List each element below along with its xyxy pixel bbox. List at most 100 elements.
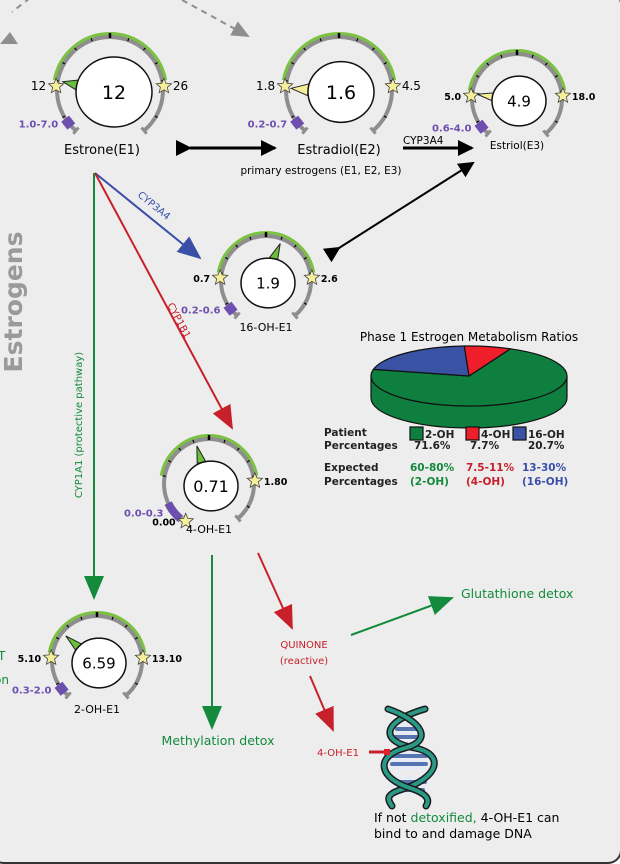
low-bound-star-icon [276, 77, 294, 94]
gauge-tick [383, 115, 387, 119]
gauge-tick [55, 636, 60, 640]
legend-value-2-oh: 71.6% [414, 440, 451, 452]
metabolism-ratio-pie-chart: Phase 1 Estrogen Metabolism Ratios Patie… [324, 330, 578, 488]
reference-range-marker [54, 681, 69, 696]
gauge-tick [319, 38, 322, 42]
legend-swatch-16-oh [512, 426, 527, 441]
reference-range-label: 0.3-2.0 [12, 686, 52, 697]
high-bound-label: 18.0 [572, 92, 596, 103]
gauge-name: 2-OH-E1 [74, 703, 120, 716]
high-bound-label: 2.6 [321, 274, 338, 285]
pie-chart-title: Phase 1 Estrogen Metabolism Ratios [360, 330, 578, 344]
high-bound-label: 1.80 [264, 477, 288, 488]
expected-range-2oh: 60-80% [410, 462, 455, 474]
gauge-tick [80, 616, 83, 620]
cyp3a4-e1-16oh-label: CYP3A4 [135, 190, 172, 223]
high-bound-star-icon [303, 268, 321, 286]
gauge-tick [383, 61, 387, 65]
gauge-end-cap [72, 126, 80, 135]
dna-arrow [309, 675, 334, 732]
gauge-name: Estrone(E1) [64, 143, 140, 158]
reference-range-marker [223, 301, 238, 316]
cyp1b1-arrow [94, 172, 233, 430]
low-bound-label: 0.7 [193, 274, 210, 285]
value-bubble [307, 60, 375, 124]
gauge-value: 1.6 [326, 82, 356, 104]
expected-range-16oh: 13-30% [522, 462, 567, 474]
reference-range-marker [290, 115, 305, 130]
gauge-end-cap [140, 126, 148, 135]
gauge-name: 16-OH-E1 [239, 321, 292, 334]
warning-suffix: 4-OH-E1 can [477, 810, 560, 825]
low-bound-label: 12 [31, 79, 46, 93]
gauge-tick [127, 38, 130, 42]
reference-range-label: 0.6-4.0 [432, 124, 472, 135]
gauge-tick [303, 256, 308, 260]
gauge-end-cap [369, 126, 377, 135]
gauge-tick [293, 244, 297, 248]
gauge-tick [124, 624, 128, 628]
quinone-label: QUINONE [280, 640, 327, 651]
reference-range-label: 0.2-0.6 [181, 306, 221, 317]
patient-label-2: Percentages [324, 440, 398, 452]
gauge-name: Estriol(E3) [490, 140, 544, 152]
dna-warning-line-1: If not detoxified, 4-OH-E1 can [374, 810, 559, 825]
high-bound-label: 4.5 [402, 79, 421, 93]
legend-value-4-oh: 7.7% [470, 440, 500, 452]
expected-sub-16oh: (16-OH) [522, 476, 568, 488]
gauge-tick [303, 47, 307, 51]
reference-range-label: 0.2-0.7 [248, 120, 288, 131]
gauge-tick [55, 682, 60, 686]
value-pointer-icon [196, 445, 207, 464]
gauge-end-cap [234, 514, 242, 523]
gauge-value: 0.71 [193, 477, 229, 496]
gauge-tick [291, 61, 295, 65]
reference-range-marker [164, 501, 183, 522]
reference-range-marker [474, 119, 489, 134]
glutathione-arrow [350, 596, 454, 636]
gauge-end-cap [122, 691, 130, 700]
gauge-tick [223, 439, 226, 443]
low-bound-star-icon [462, 86, 480, 104]
gauge-tick [111, 616, 114, 620]
legend-swatch-2-oh [409, 426, 424, 441]
patient-label-1: Patient [324, 427, 367, 439]
high-bound-star-icon [246, 471, 264, 489]
gauge-tick [249, 236, 252, 240]
gauge-oh4: 0.0-0.30.001.800.714-OH-E1 [124, 434, 288, 536]
e3-16oh-double-arrow [322, 161, 475, 263]
reference-range-marker [61, 115, 76, 130]
legend-label-2-oh: 2-OH [425, 429, 454, 441]
gauge-end-cap [233, 311, 241, 320]
high-bound-star-icon [155, 77, 173, 94]
gauge-tick [62, 61, 66, 65]
pie-slice-16-oh [372, 345, 470, 377]
gauge-tick [224, 256, 229, 260]
expected-label-1: Expected [324, 462, 378, 474]
gauge-tick [486, 62, 490, 66]
gauge-end-cap [484, 129, 492, 138]
high-bound-star-icon [384, 77, 402, 94]
gauge-tick [162, 475, 166, 477]
cyp3a4-e1-16oh-arrow [94, 172, 202, 260]
gauge-tick [66, 624, 70, 628]
low-bound-label: 5.10 [18, 654, 42, 665]
cyp3a4-e2-e3-label: CYP3A4 [403, 135, 444, 147]
dna-4oh-e1-label: 4-OH-E1 [317, 748, 359, 759]
warning-prefix: If not [374, 810, 411, 825]
gauge-value: 4.9 [507, 92, 531, 110]
quinone-sub-label: (reactive) [280, 656, 328, 667]
low-bound-star-icon [42, 648, 60, 666]
gauge-end-cap [64, 691, 72, 700]
pie-slice-4-oh [463, 345, 512, 377]
gauge-tick [531, 54, 534, 58]
gauge-tick [303, 302, 308, 306]
gauge-tick [371, 47, 375, 51]
gauge-tick [236, 447, 240, 451]
incoming-arrowhead-left [0, 32, 18, 44]
dna-warning-line-2: bind to and damage DNA [374, 826, 532, 841]
high-bound-label: 26 [173, 79, 188, 93]
legend-label-4-oh: 4-OH [481, 429, 510, 441]
high-bound-star-icon [134, 648, 152, 666]
